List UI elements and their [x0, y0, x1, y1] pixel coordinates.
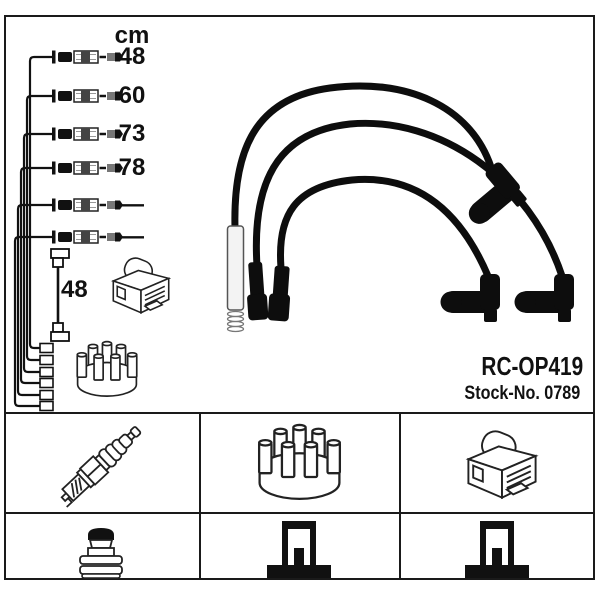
part-number: RC-OP419: [481, 351, 583, 381]
lead-outer: [231, 82, 495, 232]
cable-row-connectors: [50, 49, 125, 245]
elbow-boot-inner: [440, 274, 500, 322]
sae-terminal-nut-icon: [79, 528, 123, 579]
coil-connector-white: [226, 225, 245, 333]
spark-plug-icon: [52, 420, 147, 511]
cable-length-1: 48: [118, 43, 146, 70]
distributor-cap-icon-large: [257, 423, 342, 500]
ignition-coil-icon: [112, 254, 170, 314]
cable-length-5: —: [120, 191, 144, 218]
elbow-boot-middle: [514, 274, 574, 322]
coil-cable: [50, 248, 70, 342]
ignition-coil-icon-large: [467, 426, 537, 499]
distributor-end-connectors: [39, 342, 54, 412]
cable-length-2: 60: [118, 82, 146, 109]
stock-number: Stock-No. 0789: [464, 383, 580, 404]
ignition-lead-photo: [226, 82, 574, 333]
unit-label: cm: [114, 22, 150, 49]
grid-line-vertical-2: [399, 412, 401, 580]
grid-line-vertical-1: [199, 412, 201, 580]
cable-length-4: 78: [118, 154, 146, 181]
distributor-cap-icon: [76, 340, 138, 397]
straight-boot-2: [267, 265, 291, 322]
lead-inner: [276, 175, 492, 280]
coil-cable-length: 48: [61, 276, 88, 303]
cable-length-6: —: [120, 223, 144, 250]
cable-length-schematic: [13, 55, 55, 408]
grid-line-middle: [4, 512, 595, 514]
elbow-boot-top: [453, 160, 530, 236]
din-terminal-icon-2: [465, 521, 529, 578]
din-terminal-icon-1: [267, 521, 331, 578]
cable-length-3: 73: [118, 120, 146, 147]
grid-line-top: [4, 412, 595, 414]
straight-boot-1: [247, 261, 269, 321]
